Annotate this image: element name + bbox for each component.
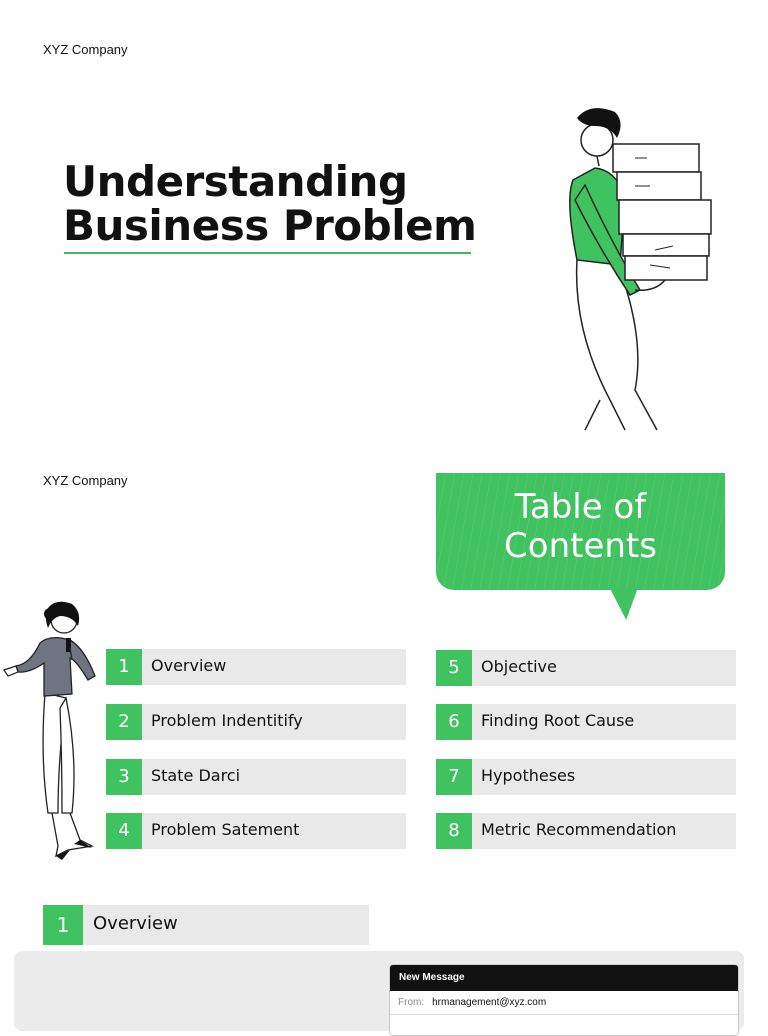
toc-item-problem-statement[interactable]: 4 Problem Satement bbox=[106, 813, 406, 849]
title-underline bbox=[64, 252, 471, 254]
section-number: 1 bbox=[43, 905, 83, 945]
toc-item-label: State Darci bbox=[151, 766, 241, 785]
email-from-value: hrmanagement@xyz.com bbox=[432, 997, 547, 1008]
toc-speech-bubble bbox=[436, 473, 725, 590]
man-carrying-boxes-illustration bbox=[569, 108, 712, 431]
title-line-2: Business Problem bbox=[63, 201, 477, 250]
toc-item-label: Overview bbox=[151, 656, 227, 675]
toc-item-number: 7 bbox=[436, 759, 472, 795]
toc-item-hypotheses[interactable]: 7 Hypotheses bbox=[436, 759, 736, 795]
toc-item-number: 4 bbox=[106, 813, 142, 849]
toc-item-label: Finding Root Cause bbox=[481, 711, 635, 730]
section-label: Overview bbox=[93, 913, 178, 934]
email-from-label: From: bbox=[398, 997, 425, 1008]
toc-item-number: 5 bbox=[436, 650, 472, 686]
toc-item-number: 3 bbox=[106, 759, 142, 795]
toc-item-label: Problem Satement bbox=[151, 820, 300, 839]
title-line-1: Understanding bbox=[63, 157, 408, 206]
toc-item-number: 8 bbox=[436, 813, 472, 849]
toc-item-objective[interactable]: 5 Objective bbox=[436, 650, 736, 686]
toc-item-label: Problem Indentitify bbox=[151, 711, 303, 730]
toc-item-finding-root-cause[interactable]: 6 Finding Root Cause bbox=[436, 704, 736, 740]
toc-item-overview[interactable]: 1 Overview bbox=[106, 649, 406, 685]
toc-item-number: 2 bbox=[106, 704, 142, 740]
toc-title-line-2: Contents bbox=[504, 526, 657, 566]
email-compose-window: New Message From: hrmanagement@xyz.com bbox=[389, 964, 739, 1036]
toc-item-number: 1 bbox=[106, 649, 142, 685]
toc-item-label: Metric Recommendation bbox=[481, 820, 677, 839]
company-name: XYZ Company bbox=[43, 42, 128, 57]
toc-item-label: Objective bbox=[481, 657, 557, 676]
toc-item-problem-identify[interactable]: 2 Problem Indentitify bbox=[106, 704, 406, 740]
email-window-title: New Message bbox=[390, 965, 738, 991]
woman-with-microphone-illustration bbox=[3, 601, 96, 860]
toc-item-state-darci[interactable]: 3 State Darci bbox=[106, 759, 406, 795]
toc-title-line-1: Table of bbox=[514, 487, 647, 527]
toc-item-number: 6 bbox=[436, 704, 472, 740]
toc-bubble-tail bbox=[609, 588, 643, 620]
toc-item-metric-recommendation[interactable]: 8 Metric Recommendation bbox=[436, 813, 736, 849]
company-name-2: XYZ Company bbox=[43, 473, 128, 488]
toc-item-label: Hypotheses bbox=[481, 766, 576, 785]
section-header-overview: 1 Overview bbox=[43, 905, 369, 945]
page-title: Understanding Business Problem bbox=[63, 157, 477, 250]
toc-title: Table of Contents bbox=[436, 488, 725, 566]
email-from-row: From: hrmanagement@xyz.com bbox=[390, 991, 738, 1015]
